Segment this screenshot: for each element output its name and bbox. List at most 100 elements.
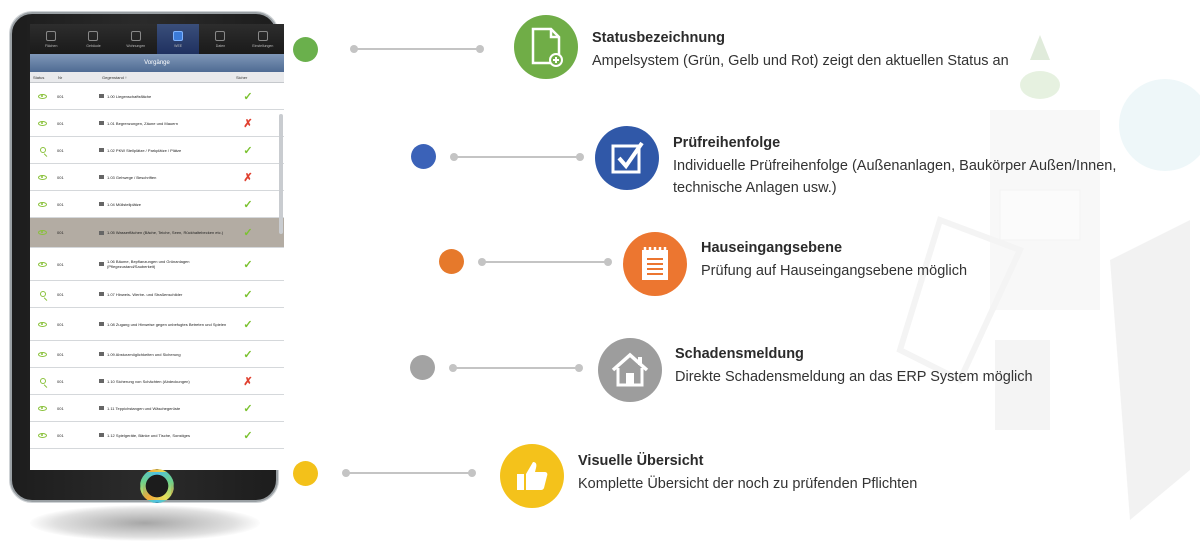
row-status [30,120,55,126]
tablet-screen: Flächen Gebäude Wohnungen WEE Daten Eins… [30,24,284,470]
tab-wohnungen[interactable]: Wohnungen [115,24,157,54]
building-small-icon [99,406,104,410]
check-icon: ✓ [243,198,253,211]
document-plus-icon [531,27,563,67]
row-nr: 001 [57,174,64,180]
connector-line [350,45,484,53]
row-gegenstand: 1.11 Teppichstangen und Wäschegerüste [99,406,233,411]
feature-description: Prüfung auf Hauseingangsebene möglich [701,263,968,279]
row-nr: 001 [57,230,64,235]
eye-icon [38,432,47,438]
clock-icon [215,30,226,41]
icon-circle-yellow [500,444,564,508]
tab-label: Gebäude [86,43,101,48]
row-status [30,321,55,327]
feature-description: Direkte Schadensmeldung an das ERP Syste… [675,369,1033,385]
checkbox-icon [611,141,644,174]
home-button[interactable] [140,469,174,503]
tab-flaechen[interactable]: Flächen [30,24,72,54]
check-icon: ✓ [243,90,253,103]
row-text: 1.11 Teppichstangen und Wäschegerüste [107,405,181,411]
row-text: 1.12 Spielgeräte, Bänke und Tische, Sons… [107,432,190,438]
connector-line [449,364,583,372]
building-small-icon [99,322,104,326]
eye-icon [38,201,47,207]
row-gegenstand: 1.08 Zugang und Hinweise gegen unbefugte… [99,322,233,327]
building-small-icon [99,352,104,356]
feature-description: Ampelsystem (Grün, Gelb und Rot) zeigt d… [592,53,1009,69]
row-text: 1.08 Zugang und Hinweise gegen unbefugte… [107,321,227,327]
row-text: 1.10 Sicherung von Schächten (Abdeckunge… [107,378,190,384]
tab-gebaeude[interactable]: Gebäude [72,24,114,54]
column-header-gegenstand[interactable]: Gegenstand ↑ [102,74,127,80]
tab-wee[interactable]: WEE [156,24,200,54]
tab-einstellungen[interactable]: Einstellungen [242,24,284,54]
tab-label: WEE [174,43,183,48]
row-nr: 001 [57,261,64,267]
magnifier-icon [39,378,46,384]
scrollbar[interactable] [279,114,283,234]
building-small-icon [99,379,104,383]
row-text: 1.09 Absturzmöglichkeiten und Sicherung [107,351,181,357]
status-dot-green [293,37,318,62]
building-small-icon [99,433,104,437]
row-gegenstand: 1.01 Begrenzungen, Zäune und Mauern [99,121,233,126]
row-status [30,405,55,411]
check-icon: ✓ [243,227,253,239]
eye-icon [38,120,47,126]
building-small-icon [99,230,104,235]
column-header-nr[interactable]: Nr [58,74,63,80]
tab-label: Flächen [44,43,58,48]
row-text: 1.03 Gehwege / Beschriften [107,174,157,180]
row-status [30,230,55,235]
magnifier-icon [39,147,46,153]
tab-label: Daten [215,43,226,48]
building-small-icon [99,148,104,152]
table-row[interactable]: 001 1.06 Bäume, Bepflanzungen und Grünanl… [30,248,284,281]
building-small-icon [99,292,104,296]
eye-icon [38,174,47,180]
icon-circle-green [514,15,578,79]
row-text: 1.07 Hinweis- Werbe- und Straßenschilder [107,291,183,297]
row-gegenstand: 1.02 PKW Stellplätze / Parkplätze / Plät… [99,148,233,153]
row-nr: 001 [57,201,64,207]
building-small-icon [99,121,104,125]
row-gegenstand: 1.06 Bäume, Bepflanzungen und Grünanlage… [99,259,233,269]
feature-title: Prüfreihenfolge [673,135,781,151]
row-text: 1.01 Begrenzungen, Zäune und Mauern [107,120,178,126]
row-nr: 001 [57,321,64,327]
row-text: 1.00 Liegenschaftsfläche [107,93,152,99]
cross-icon: ✗ [243,375,253,388]
row-text: 1.06 Bäume, Bepflanzungen und Grünanlage… [107,259,190,269]
check-icon: ✓ [243,258,253,271]
row-status [30,147,55,153]
building-small-icon [99,202,104,206]
table-header: Status Nr Gegenstand ↑ Sicher [30,72,284,83]
house-icon [611,352,649,387]
column-header-sicher[interactable]: Sicher [236,74,248,80]
feature-title: Schadensmeldung [675,346,804,362]
row-gegenstand: 1.07 Hinweis- Werbe- und Straßenschilder [99,292,233,297]
row-gegenstand: 1.10 Sicherung von Schächten (Abdeckunge… [99,379,233,384]
building-small-icon [99,262,104,266]
tab-label: Einstellungen [252,43,274,48]
row-status [30,432,55,438]
feature-title: Statusbezeichnung [592,30,725,46]
plant-icon [46,30,57,41]
tab-daten[interactable]: Daten [199,24,241,54]
screen-title: Vorgänge [30,54,284,72]
table-row[interactable]: 001 1.08 Zugang und Hinweise gegen unbefu… [30,308,284,341]
column-header-status[interactable]: Status [33,74,45,80]
connector-line [450,153,584,161]
